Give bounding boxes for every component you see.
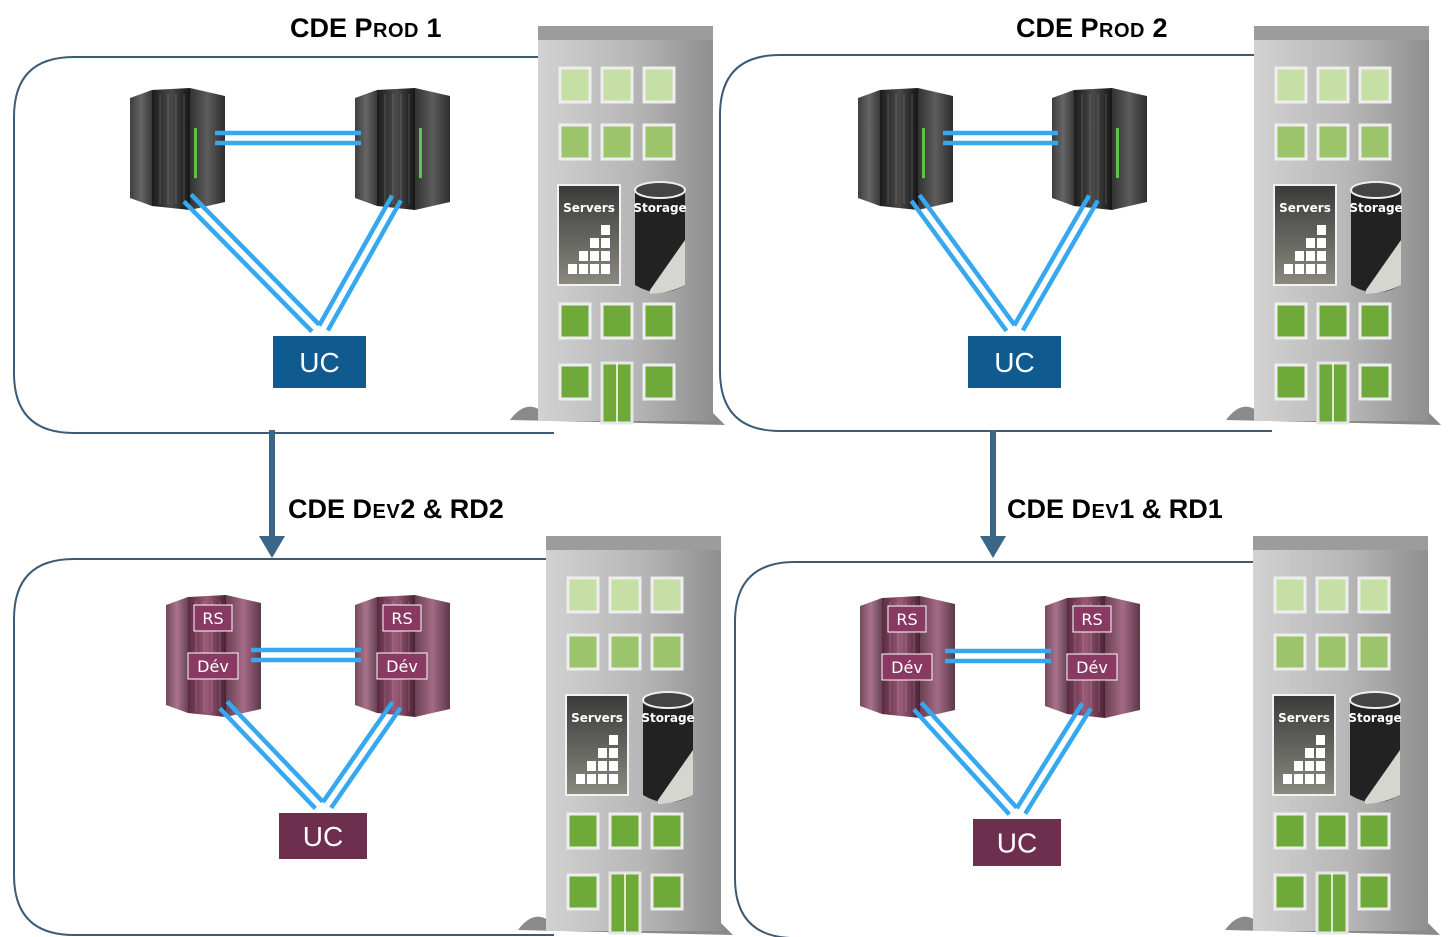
site-frame-prod1 bbox=[13, 56, 554, 434]
datacenter-building-icon: Servers Storage bbox=[510, 26, 725, 425]
site-frame-prod2 bbox=[719, 54, 1272, 432]
server-hub-link bbox=[317, 194, 403, 332]
server-tag-dev: Dév bbox=[197, 657, 229, 676]
site-title: CDE DEV1 & RD1 bbox=[1007, 494, 1223, 524]
server-tag-rs: RS bbox=[391, 609, 412, 628]
server-tag-dev: Dév bbox=[891, 658, 923, 677]
uc-hub-box: UC bbox=[973, 819, 1061, 866]
site-frame-dev2 bbox=[13, 558, 554, 936]
site-title: CDE PROD 2 bbox=[1016, 13, 1168, 43]
arrow-prod2-to-dev1 bbox=[980, 430, 1006, 558]
datacenter-building-icon: Servers Storage bbox=[1225, 536, 1440, 935]
dev-server-icon: RS Dév bbox=[166, 595, 261, 717]
server-hub-link bbox=[218, 699, 325, 811]
storage-label: Storage bbox=[633, 201, 686, 215]
server-hub-link bbox=[321, 700, 403, 810]
storage-label: Storage bbox=[641, 711, 694, 725]
site-frame-dev1 bbox=[734, 561, 1275, 937]
server-link bbox=[943, 130, 1058, 146]
servers-label: Servers bbox=[1279, 201, 1331, 215]
dev-server-icon: RS Dév bbox=[355, 595, 450, 717]
server-tag-dev: Dév bbox=[1076, 658, 1108, 677]
server-hub-link bbox=[909, 193, 1017, 333]
site-title: CDE DEV2 & RD2 bbox=[288, 494, 504, 524]
dev-server-icon: RS Dév bbox=[1045, 596, 1140, 718]
server-tag-rs: RS bbox=[1081, 610, 1102, 629]
server-hub-link bbox=[1014, 702, 1093, 815]
servers-label: Servers bbox=[563, 201, 615, 215]
site-title: CDE PROD 1 bbox=[290, 13, 442, 43]
mainframe-server-icon bbox=[1052, 88, 1147, 210]
storage-label: Storage bbox=[1349, 201, 1402, 215]
server-link bbox=[945, 648, 1051, 664]
server-hub-link bbox=[912, 701, 1019, 816]
uc-hub-box: UC bbox=[273, 336, 366, 388]
servers-label: Servers bbox=[1278, 711, 1330, 725]
server-hub-link bbox=[1012, 194, 1100, 332]
datacenter-building-icon: Servers Storage bbox=[518, 536, 733, 935]
server-tag-rs: RS bbox=[202, 609, 223, 628]
uc-hub-label: UC bbox=[994, 347, 1034, 378]
uc-hub-label: UC bbox=[997, 828, 1037, 859]
mainframe-server-icon bbox=[130, 88, 225, 210]
server-hub-link bbox=[182, 192, 321, 334]
mainframe-server-icon bbox=[355, 88, 450, 210]
datacenter-building-icon: Servers Storage bbox=[1226, 26, 1441, 425]
mainframe-server-icon bbox=[858, 88, 953, 210]
storage-label: Storage bbox=[1348, 711, 1401, 725]
arrow-prod1-to-dev2 bbox=[259, 430, 285, 558]
dev-server-icon: RS Dév bbox=[860, 596, 955, 718]
server-link bbox=[251, 647, 361, 663]
uc-hub-box: UC bbox=[279, 813, 367, 859]
server-tag-rs: RS bbox=[896, 610, 917, 629]
servers-label: Servers bbox=[571, 711, 623, 725]
uc-hub-box: UC bbox=[968, 336, 1061, 388]
uc-hub-label: UC bbox=[299, 347, 339, 378]
uc-hub-label: UC bbox=[303, 821, 343, 852]
server-tag-dev: Dév bbox=[386, 657, 418, 676]
server-link bbox=[215, 130, 361, 146]
